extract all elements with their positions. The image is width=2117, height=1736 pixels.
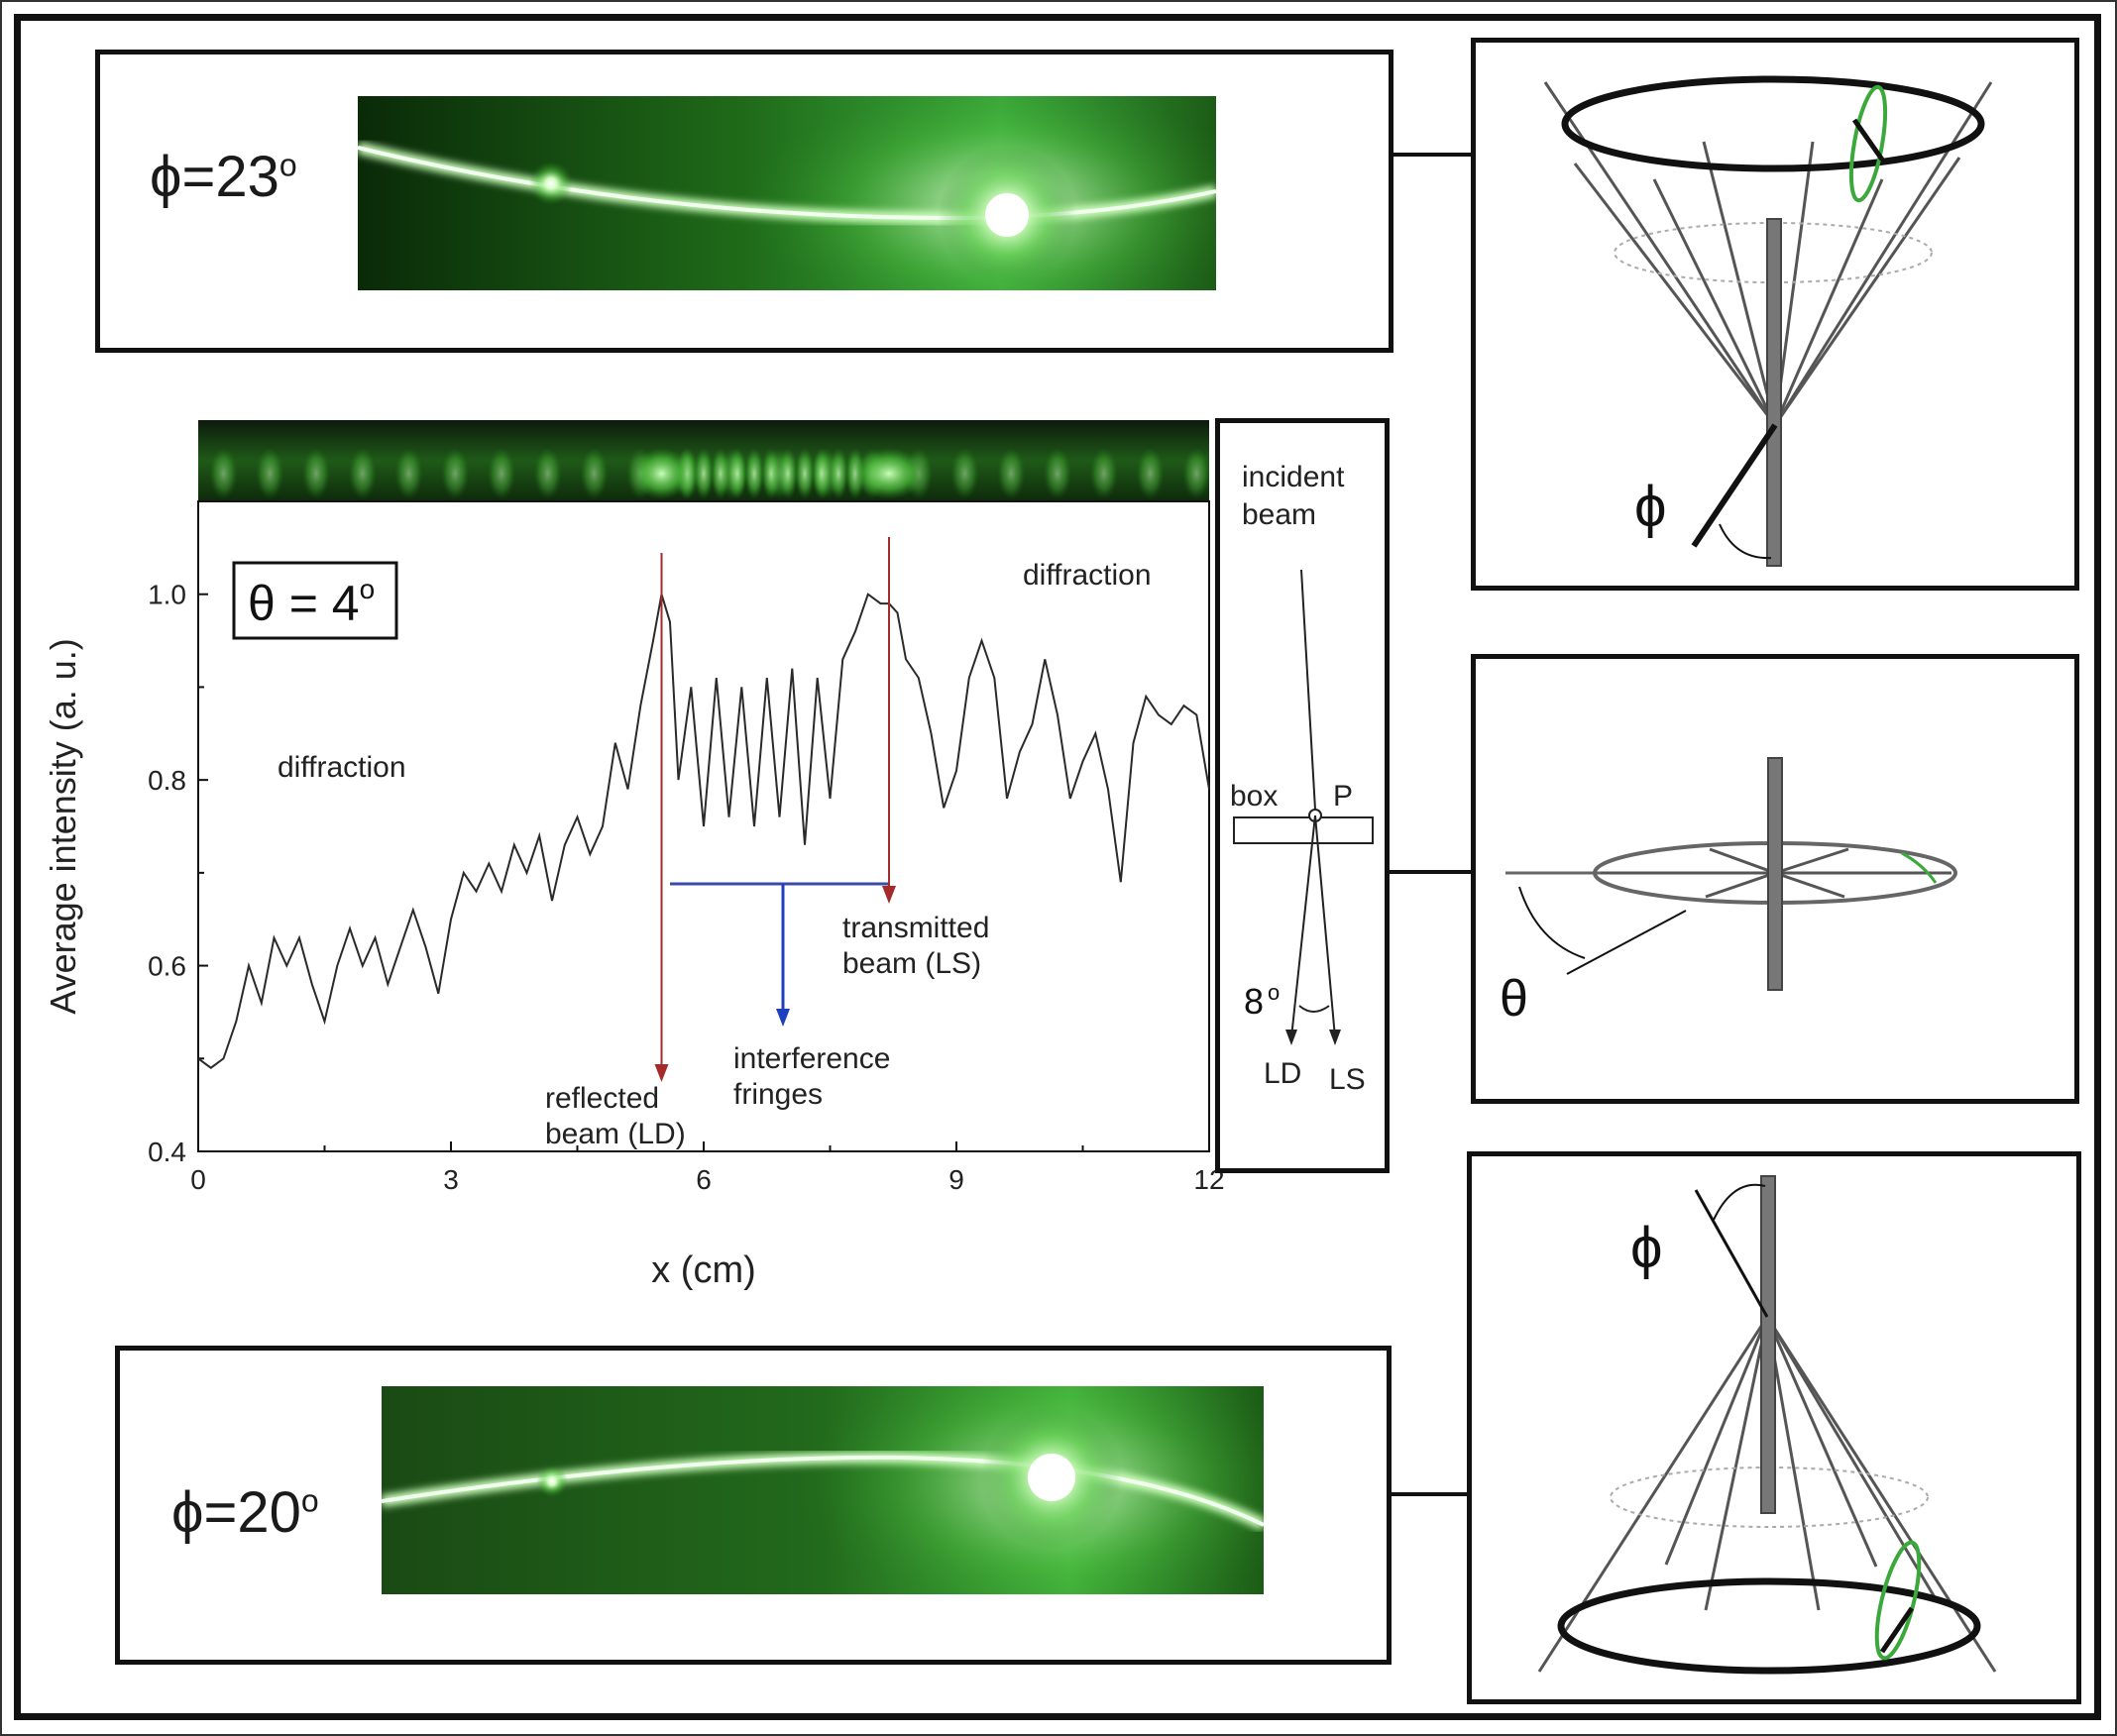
theta-degree: o xyxy=(360,574,376,604)
phi-symbol-bottom-cone: ϕ xyxy=(1630,1216,1662,1280)
fringe-spot xyxy=(694,448,714,499)
phi-value: =23 xyxy=(181,145,279,209)
fringe-spot xyxy=(580,448,609,499)
bottom-photo-panel: ϕ=20o xyxy=(115,1346,1392,1665)
y-tick-label: 1.0 xyxy=(148,580,186,610)
bottom-cone-panel: ϕ xyxy=(1467,1151,2081,1704)
annotation-interference: interference fringes xyxy=(733,1042,899,1111)
phi-value: =20 xyxy=(203,1480,301,1545)
degree-mark: o xyxy=(300,1482,319,1519)
fringe-spot xyxy=(1044,448,1071,499)
y-axis-label: Average intensity (a. u.) xyxy=(43,638,83,1015)
top-cone-panel: ϕ xyxy=(1471,38,2079,591)
phi-symbol-top-cone: ϕ xyxy=(1634,475,1666,539)
middle-disk-panel: θ xyxy=(1471,654,2079,1104)
laser-photo-23 xyxy=(358,96,1216,290)
fringe-spot xyxy=(302,448,330,499)
x-tick-label: 0 xyxy=(190,1164,206,1195)
fringe-spot xyxy=(812,448,832,499)
phi-20-label: ϕ=20o xyxy=(171,1479,319,1546)
ls-label: LS xyxy=(1329,1063,1366,1096)
fringe-spot xyxy=(829,448,848,499)
phi-symbol: ϕ xyxy=(171,1480,204,1545)
phi-symbol: ϕ xyxy=(150,145,182,209)
x-tick-label: 6 xyxy=(696,1164,712,1195)
degree-mark: o xyxy=(279,147,297,183)
fringe-spot xyxy=(997,448,1026,499)
reflected-arrow-head xyxy=(654,1064,669,1082)
fringe-spot xyxy=(778,448,798,499)
axis-ticks xyxy=(197,593,1210,1152)
fringe-spot xyxy=(761,448,781,499)
angle-degree: o xyxy=(1268,980,1280,1005)
y-tick-label: 0.6 xyxy=(148,951,186,982)
fringe-spot xyxy=(533,448,562,499)
connector-middle xyxy=(1390,870,1471,874)
fringe-spot xyxy=(795,448,815,499)
fringe-spot xyxy=(209,448,238,499)
fringe-spot xyxy=(1136,448,1165,499)
incident-label: incident beam xyxy=(1242,461,1353,531)
annotation-diffraction-left: diffraction xyxy=(278,751,406,784)
annotation-transmitted-line2: beam (LS) xyxy=(842,947,981,980)
connector-bottom xyxy=(1392,1492,1471,1496)
transmitted-arrow-head xyxy=(882,886,896,904)
annotation-interference-line1: interference xyxy=(733,1042,890,1075)
fringe-spot xyxy=(727,448,747,499)
bottom-cone-diagram: ϕ xyxy=(1537,1175,1997,1675)
theta-label: θ = 4o xyxy=(248,574,375,631)
fringes-arrow-head xyxy=(776,1009,790,1027)
annotation-reflected-line2: beam (LD) xyxy=(545,1118,686,1150)
fringe-spot xyxy=(631,448,692,499)
annotation-reflected: reflected beam (LD) xyxy=(545,1082,686,1150)
fringe-spot xyxy=(256,448,284,499)
x-tick-label: 9 xyxy=(948,1164,964,1195)
annotation-transmitted: transmitted beam (LS) xyxy=(842,912,998,980)
annotation-transmitted-line1: transmitted xyxy=(842,912,989,944)
fringe-spot xyxy=(950,448,979,499)
box-label: box xyxy=(1230,780,1278,813)
x-tick-label: 3 xyxy=(443,1164,459,1195)
connector-top xyxy=(1393,153,1475,157)
annotation-interference-line2: fringes xyxy=(733,1078,823,1111)
fringe-spot xyxy=(1182,448,1211,499)
top-photo-panel: ϕ=23o xyxy=(95,50,1393,353)
fringe-spot xyxy=(348,448,377,499)
fringe-strip-image xyxy=(198,420,1211,501)
annotation-reflected-line1: reflected xyxy=(545,1082,659,1115)
fringe-spot xyxy=(744,448,764,499)
fringe-spot xyxy=(441,448,470,499)
annotation-diffraction-right: diffraction xyxy=(1023,559,1152,592)
fringe-spot xyxy=(488,448,515,499)
incident-line2: beam xyxy=(1242,498,1316,531)
top-cone-diagram: ϕ xyxy=(1543,75,1993,567)
disk-diagram: θ xyxy=(1500,757,1957,1028)
fringe-spot xyxy=(1089,448,1118,499)
ld-label: LD xyxy=(1264,1057,1301,1090)
angle-value: 8 xyxy=(1244,981,1264,1022)
x-axis-label: x (cm) xyxy=(651,1249,756,1291)
inner-frame xyxy=(14,14,2101,1720)
theta-value: θ = 4 xyxy=(248,576,360,631)
y-tick-label: 0.4 xyxy=(148,1137,186,1167)
fringe-spot xyxy=(394,448,423,499)
theta-symbol-disk: θ xyxy=(1500,970,1528,1028)
fringe-spot xyxy=(711,448,730,499)
phi-23-label: ϕ=23o xyxy=(150,144,297,210)
incident-line1: incident xyxy=(1242,461,1345,493)
intensity-series-line xyxy=(197,593,1210,1069)
fringe-spot xyxy=(853,448,925,499)
point-label: P xyxy=(1333,780,1353,813)
theta-box xyxy=(232,561,398,640)
y-tick-label: 0.8 xyxy=(148,765,186,796)
box-rect xyxy=(1233,816,1374,844)
laser-photo-20 xyxy=(382,1386,1264,1594)
